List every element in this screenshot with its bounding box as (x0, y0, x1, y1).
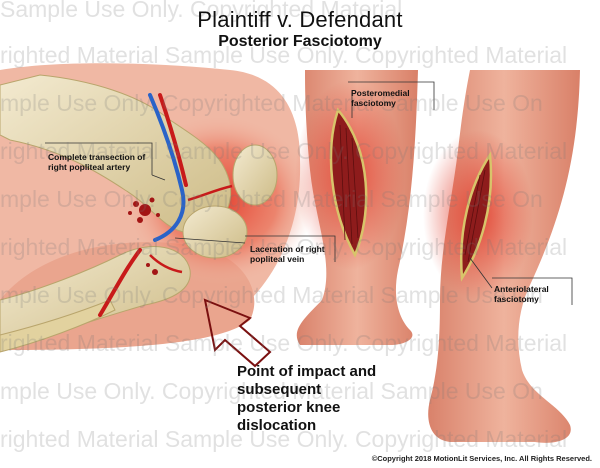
impact-arrow (203, 298, 272, 368)
artery-leader (151, 174, 166, 181)
anterolateral-leg (423, 70, 580, 443)
knee-cross-section (0, 63, 315, 368)
fibula-bone (0, 299, 116, 353)
vein-label: Laceration of right popliteal vein (250, 244, 325, 264)
page-title: Plaintiff v. Defendant (197, 7, 403, 32)
page-subtitle: Posterior Fasciotomy (218, 33, 382, 50)
artery-callout-frame (45, 142, 153, 175)
anterolateral-muscle-fibers (464, 169, 486, 263)
popliteal-artery-distal (98, 248, 142, 317)
patella-bone (232, 144, 278, 206)
vein-callout-frame (245, 235, 336, 262)
anterolateral-label: Anteriolateral fasciotomy (494, 284, 549, 304)
popliteal-artery (158, 93, 188, 187)
posteromedial-leg (295, 70, 435, 345)
posteromedial-muscle-fibers (339, 124, 359, 245)
blood-splatter (128, 197, 160, 275)
copyright-notice: ©Copyright 2018 MotionLit Services, Inc.… (371, 454, 592, 463)
anterolateral-callout-frame (492, 277, 573, 305)
vein-leader (174, 237, 246, 244)
anterolateral-leader (469, 257, 493, 289)
posteromedial-label: Posteromedial fasciotomy (351, 88, 410, 108)
artery-branch (187, 184, 233, 202)
femoral-condyle (182, 205, 248, 259)
artery-label: Complete transection of right popliteal … (48, 152, 146, 172)
popliteal-vein (148, 93, 186, 242)
impact-label: Point of impact and subsequent posterior… (237, 363, 377, 434)
posteromedial-callout-frame (348, 81, 435, 110)
artery-branch-2 (149, 254, 183, 274)
